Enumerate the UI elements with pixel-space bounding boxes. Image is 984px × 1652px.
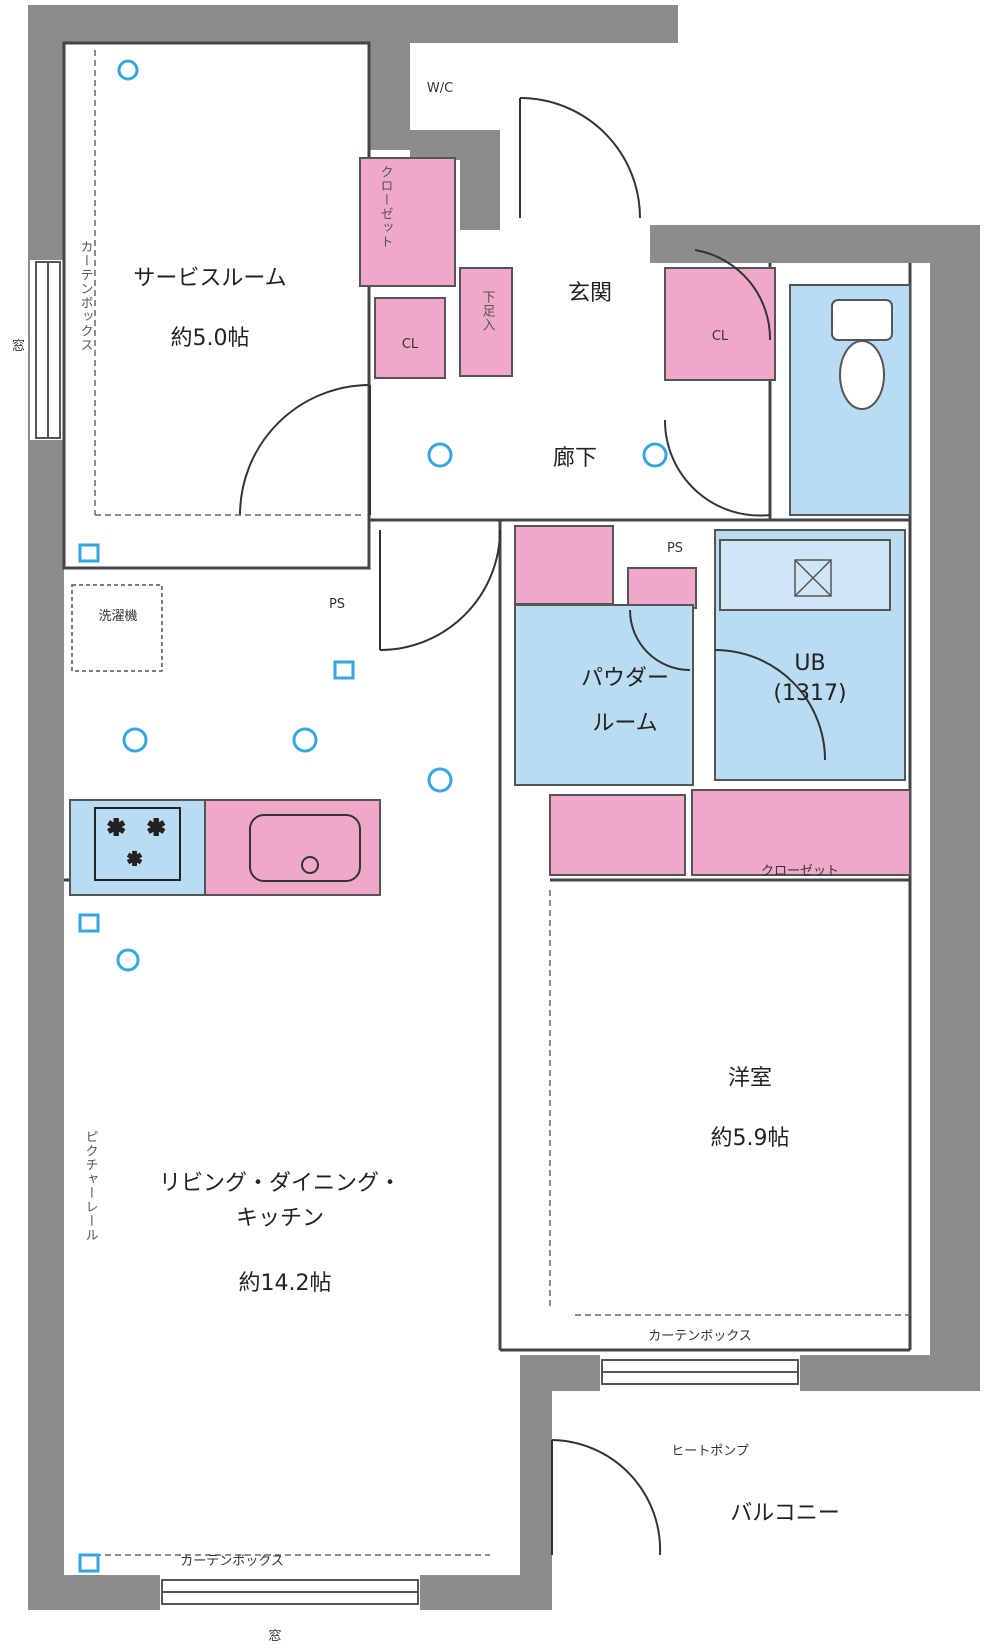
shoebox-block [459, 267, 513, 377]
heat-pump-label: ヒートポンプ [671, 1444, 749, 1459]
outlet-icon [116, 948, 140, 972]
ldk-name-line2: キッチン [236, 1206, 324, 1231]
western-closet [691, 789, 911, 876]
sink-icon [249, 814, 361, 882]
cooktop-icon: ✱ ✱ ✱ [94, 807, 181, 881]
ub-size-label: (1317) [773, 681, 846, 706]
bathtub [719, 539, 891, 611]
balcony-label: バルコニー [730, 1501, 840, 1526]
linen-block [514, 525, 614, 605]
small-labels: W/C PS PS CL CL クローゼット カーテンボックス カーテンボックス… [12, 81, 839, 1644]
window-bottom-label: 窓 [268, 1628, 281, 1644]
service-room-name: サービスルーム [133, 266, 286, 291]
outlet-icon [117, 59, 139, 81]
hallway-label: 廊下 [553, 446, 597, 471]
small-pink-block [627, 567, 697, 609]
closet-label: クローゼット [378, 165, 394, 249]
curtain-box-ldk-label: カーテンボックス [180, 1554, 284, 1569]
light-icon [427, 767, 453, 793]
service-room-size: 約5.0帖 [171, 326, 250, 351]
cl-block-1 [374, 297, 446, 379]
svg-text:✱: ✱ [147, 816, 165, 841]
powder-room-label-2: ルーム [592, 711, 657, 736]
light-icon [642, 442, 668, 468]
electrical-markers [78, 59, 668, 1573]
entrance-label: 玄関 [568, 281, 612, 306]
light-icon [122, 727, 148, 753]
powder-room-floor [514, 604, 694, 786]
curtain-box-western-label: カーテンボックス [648, 1329, 752, 1344]
vanity-pink [549, 794, 686, 876]
room-labels: サービスルーム 約5.0帖 玄関 廊下 パウダー ルーム UB (1317) 洋… [133, 266, 846, 1526]
cl-label-2: CL [712, 329, 729, 344]
outlet-icon [333, 660, 355, 680]
light-icon [427, 442, 453, 468]
outlet-icon [78, 913, 100, 933]
svg-text:✱: ✱ [107, 816, 125, 841]
svg-text:✱: ✱ [127, 849, 142, 870]
windows [35, 261, 799, 1605]
outlet-icon [78, 543, 100, 563]
door-swings [239, 97, 826, 1556]
closet-block [359, 157, 456, 287]
western-room-name: 洋室 [728, 1066, 772, 1091]
washer-icon [71, 584, 163, 672]
western-closet-label: クローゼット [761, 864, 839, 879]
curtain-lines [85, 50, 910, 1556]
shoebox-label: 下足入 [480, 290, 496, 332]
ldk-name-line1: リビング・ダイニング・ [159, 1171, 401, 1196]
wic-label: W/C [427, 81, 453, 96]
picture-rail-label: ピクチャーレール [83, 1130, 98, 1242]
powder-room-label-1: パウダー [581, 666, 669, 691]
bath-drain-icon [794, 559, 832, 597]
ps-kitchen-label: PS [329, 597, 345, 612]
ldk-size: 約14.2帖 [239, 1271, 332, 1296]
outlet-icon [78, 1553, 100, 1573]
cl-label-1: CL [402, 337, 419, 352]
curtain-box-service-label: カーテンボックス [78, 240, 93, 352]
washer-label: 洗濯機 [98, 609, 137, 624]
western-room-size: 約5.9帖 [711, 1126, 790, 1151]
pink-storage [204, 157, 911, 896]
toilet-icon [831, 299, 893, 410]
light-icon [292, 727, 318, 753]
window-left-label: 窓 [12, 338, 25, 354]
ub-label: UB [794, 651, 825, 676]
cl-block-2 [664, 267, 776, 381]
ps-top-label: PS [667, 541, 683, 556]
